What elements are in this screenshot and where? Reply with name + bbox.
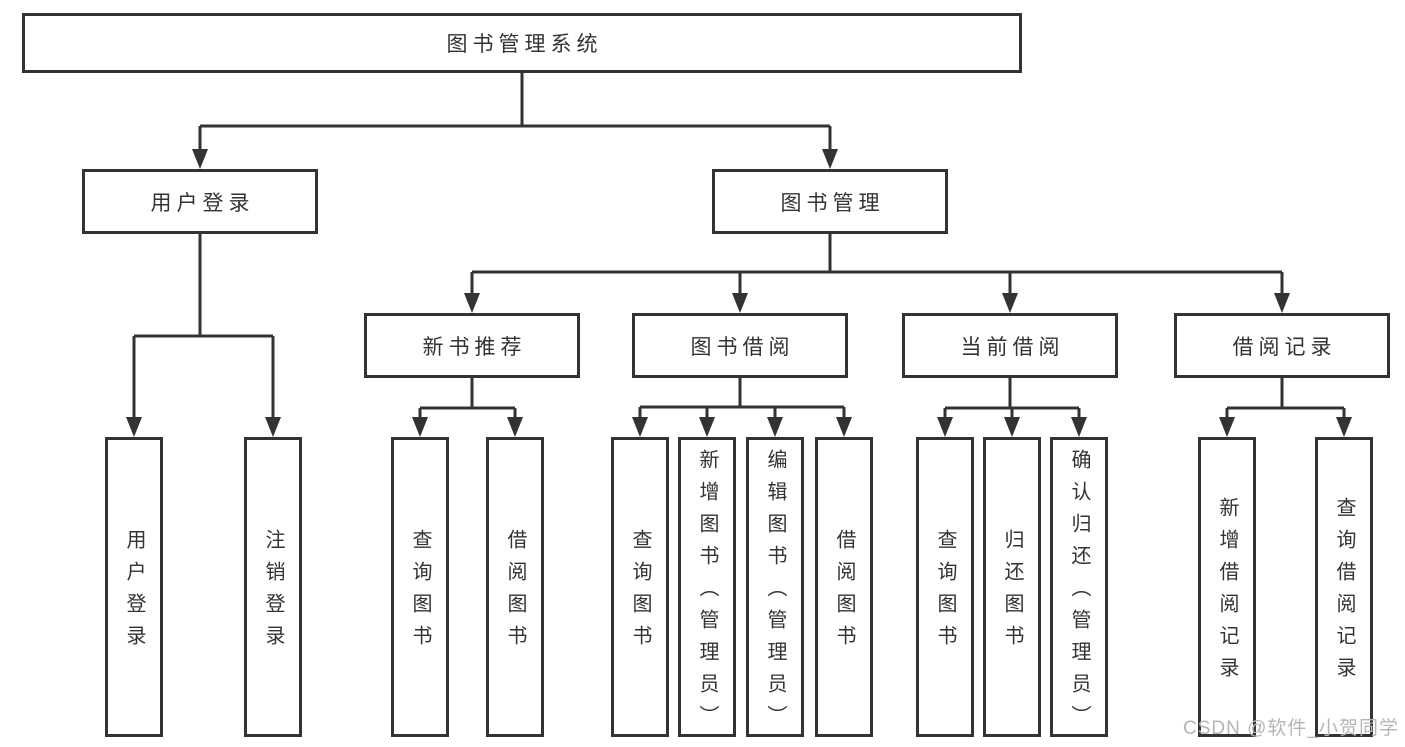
- arrowheads-new-book-rec: [412, 417, 523, 437]
- leaf-cb-query-books: 查询图书: [916, 437, 974, 737]
- leaf-rec-query-books-label: 查询图书: [409, 529, 431, 657]
- node-borrowing-records: 借阅记录: [1174, 313, 1390, 378]
- leaf-bb-add-books-admin-label: 新增图书（管理员）: [696, 449, 718, 737]
- arrowheads-book-borrow: [632, 417, 852, 437]
- leaf-br-add-record: 新增借阅记录: [1198, 437, 1256, 737]
- node-current-borrowing: 当前借阅: [902, 313, 1118, 378]
- arrowheads-level3: [464, 293, 1290, 313]
- leaf-bb-add-books-admin: 新增图书（管理员）: [678, 437, 736, 737]
- leaf-cb-confirm-return-admin: 确认归还（管理员）: [1050, 437, 1108, 737]
- node-new-book-recommend-label: 新书推荐: [422, 335, 527, 359]
- arrowheads-current-borrow: [937, 417, 1087, 437]
- node-book-borrowing: 图书借阅: [632, 313, 848, 378]
- leaf-br-query-record-label: 查询借阅记录: [1333, 497, 1355, 689]
- leaf-rec-query-books: 查询图书: [391, 437, 449, 737]
- node-root-label: 图书管理系统: [446, 33, 603, 56]
- arrowheads-user-login: [126, 417, 281, 437]
- connector-borrow-records-to-leaves: [1225, 378, 1346, 419]
- connector-new-book-rec-to-leaves: [418, 378, 517, 419]
- node-root-system: 图书管理系统: [22, 13, 1022, 73]
- csdn-watermark: CSDN @软件_小贺同学: [1183, 718, 1399, 739]
- leaf-logout-label: 注销登录: [262, 529, 284, 657]
- leaf-bb-edit-books-admin: 编辑图书（管理员）: [746, 437, 804, 737]
- leaf-cb-confirm-return-admin-label: 确认归还（管理员）: [1068, 449, 1090, 737]
- leaf-logout: 注销登录: [244, 437, 302, 737]
- node-book-management: 图书管理: [712, 169, 948, 234]
- node-new-book-recommend: 新书推荐: [364, 313, 580, 378]
- leaf-user-login-label: 用户登录: [123, 529, 145, 657]
- leaf-cb-return-books: 归还图书: [983, 437, 1041, 737]
- leaf-br-add-record-label: 新增借阅记录: [1216, 497, 1238, 689]
- connector-book-borrow-to-leaves: [638, 378, 846, 419]
- leaf-bb-edit-books-admin-label: 编辑图书（管理员）: [764, 449, 786, 737]
- arrowheads-borrow-records: [1219, 417, 1352, 437]
- leaf-bb-query-books: 查询图书: [611, 437, 669, 737]
- leaf-cb-query-books-label: 查询图书: [934, 529, 956, 657]
- arrowheads-level2: [192, 149, 838, 169]
- leaf-bb-borrow-books-label: 借阅图书: [833, 529, 855, 657]
- leaf-cb-return-books-label: 归还图书: [1001, 529, 1023, 657]
- node-book-management-label: 图书管理: [780, 191, 885, 215]
- connector-current-borrow-to-leaves: [943, 378, 1081, 419]
- node-user-login: 用户登录: [82, 169, 318, 234]
- connector-user-login-to-leaves: [132, 234, 275, 419]
- connector-root-to-level2: [198, 73, 832, 151]
- leaf-user-login: 用户登录: [105, 437, 163, 737]
- leaf-bb-borrow-books: 借阅图书: [815, 437, 873, 737]
- connector-book-mgmt-to-level3: [470, 234, 1284, 295]
- node-user-login-label: 用户登录: [150, 191, 255, 215]
- leaf-rec-borrow-books: 借阅图书: [486, 437, 544, 737]
- node-current-borrowing-label: 当前借阅: [960, 335, 1065, 359]
- node-book-borrowing-label: 图书借阅: [690, 335, 795, 359]
- leaf-br-query-record: 查询借阅记录: [1315, 437, 1373, 737]
- node-borrowing-records-label: 借阅记录: [1232, 335, 1337, 359]
- leaf-bb-query-books-label: 查询图书: [629, 529, 651, 657]
- leaf-rec-borrow-books-label: 借阅图书: [504, 529, 526, 657]
